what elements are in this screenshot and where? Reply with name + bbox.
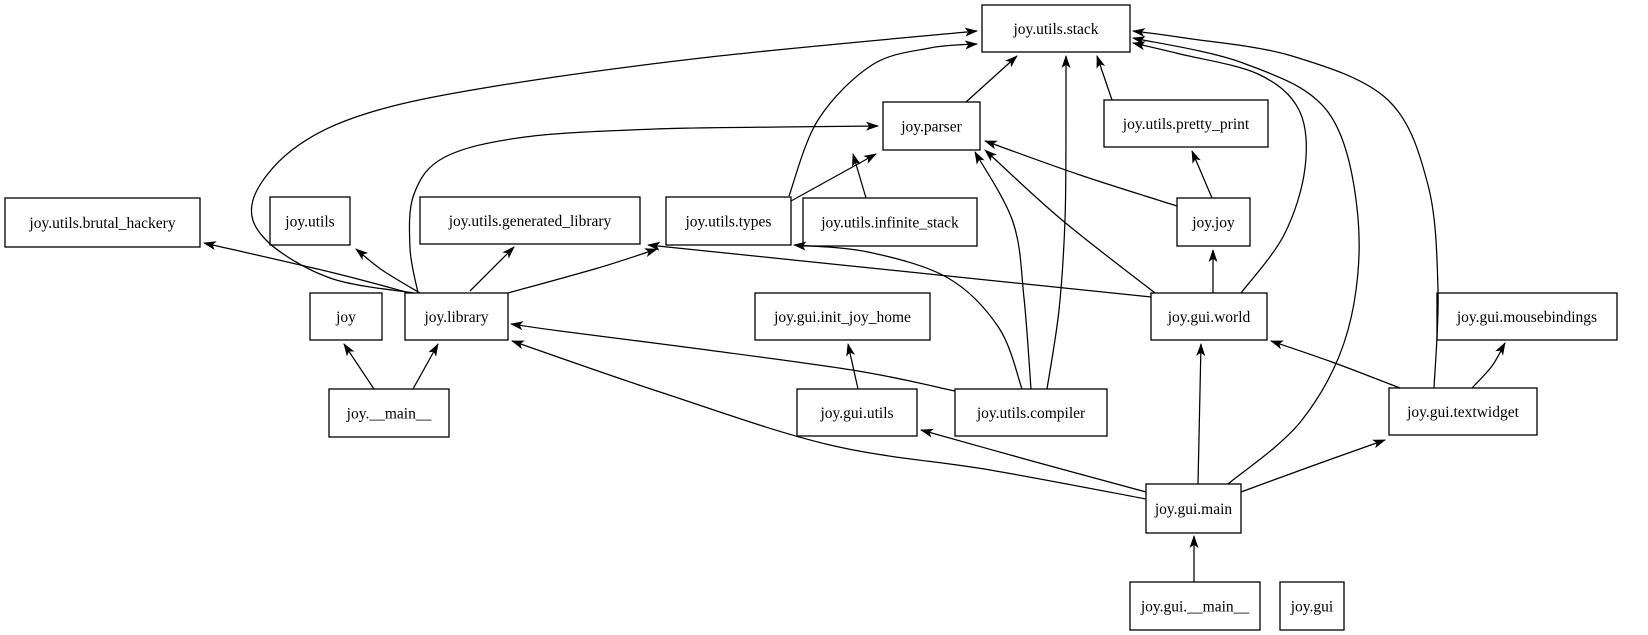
node-label-joy: joy [335, 309, 356, 326]
node-box-joy-gui-init-joy-home [754, 292, 931, 341]
edge-joy-joy-to-joy-parser [984, 140, 1178, 207]
edge-joy-gui-utils-to-joy-gui-init-joy-home [846, 343, 859, 390]
node-label-joy-gui-world: joy.gui.world [1167, 309, 1251, 326]
edge-joy-gui-world-to-joy-parser [984, 149, 1156, 294]
node-box-joy-gui-mousebindings [1436, 292, 1618, 341]
edge-joy-gui-main-to-joy-gui-utils [920, 428, 1147, 493]
edge-joy-library-to-joy-utils [355, 248, 421, 294]
node-label-joy-utils-pretty-print: joy.utils.pretty_print [1122, 116, 1250, 133]
edge-joy-utils-compiler-to-joy-utils-types [793, 241, 1023, 390]
edge-joy-utils-pretty-print-to-joy-utils-stack [1096, 55, 1113, 101]
node-label-joy-utils-stack: joy.utils.stack [1012, 21, 1098, 38]
edge-joy-dunder-main-to-joy [343, 343, 375, 390]
edge-joy-utils-infinite-stack-to-joy-parser [852, 153, 867, 199]
node-box-joy-gui-dunder-main [1129, 581, 1261, 631]
node-box-joy-dunder-main [328, 388, 450, 438]
node-label-joy-gui-dunder-main: joy.gui.__main__ [1140, 599, 1250, 616]
node-label-joy-gui-main: joy.gui.main [1154, 501, 1233, 518]
edge-joy-utils-compiler-to-joy-parser [974, 151, 1032, 390]
edge-joy-utils-types-to-joy-utils-stack [788, 40, 978, 197]
node-label-joy-utils: joy.utils [284, 214, 334, 231]
edge-joy-utils-compiler-to-joy-utils-stack [1046, 55, 1071, 390]
edge-joy-gui-world-to-joy-utils-stack [1132, 41, 1307, 294]
node-label-joy-gui: joy.gui [1290, 599, 1334, 616]
node-box-joy-gui-utils [796, 388, 918, 437]
node-box-joy [309, 292, 383, 341]
node-joy-utils-stack: joy.utils.stack [981, 4, 1131, 53]
edge-joy-gui-textwidget-to-joy-gui-world [1270, 340, 1401, 389]
node-label-joy-utils-types: joy.utils.types [685, 214, 772, 231]
node-box-joy-utils-infinite-stack [802, 197, 978, 247]
node-joy-dunder-main: joy.__main__ [328, 388, 450, 438]
node-joy-library: joy.library [404, 292, 509, 341]
node-box-joy-joy [1176, 197, 1251, 247]
node-label-joy-gui-init-joy-home: joy.gui.init_joy_home [773, 309, 911, 326]
node-label-joy-parser: joy.parser [900, 119, 962, 136]
node-box-joy-library [404, 292, 509, 341]
node-box-joy-utils-compiler [954, 388, 1108, 437]
edge-joy-gui-main-to-joy-gui-world [1196, 343, 1206, 485]
edge-joy-parser-to-joy-utils-stack [965, 55, 1018, 103]
edge-joy-gui-main-to-joy-utils-stack [1132, 36, 1360, 485]
edge-joy-gui-textwidget-to-joy-gui-mousebindings [1471, 342, 1506, 389]
nodes-layer: joy.utils.stack joy.parser joy.utils.prett… [4, 4, 1618, 631]
node-joy-gui-main: joy.gui.main [1145, 483, 1242, 534]
node-joy-utils-pretty-print: joy.utils.pretty_print [1103, 99, 1269, 148]
node-label-joy-library: joy.library [424, 309, 489, 326]
node-joy-utils-infinite-stack: joy.utils.infinite_stack [802, 197, 978, 247]
node-box-joy-utils-brutal-hackery [4, 197, 201, 248]
node-joy-gui: joy.gui [1279, 581, 1345, 631]
node-joy-utils-compiler: joy.utils.compiler [954, 388, 1108, 437]
node-box-joy-utils-stack [981, 4, 1131, 53]
node-joy-utils-generated-library: joy.utils.generated_library [419, 196, 641, 245]
node-joy-gui-textwidget: joy.gui.textwidget [1388, 387, 1538, 436]
node-joy-joy: joy.joy [1176, 197, 1251, 247]
node-box-joy-gui [1279, 581, 1345, 631]
node-box-joy-gui-world [1150, 292, 1268, 341]
edge-joy-gui-world-to-joy-utils-generated-library [647, 241, 1152, 298]
node-box-joy-utils-types [665, 196, 792, 246]
edge-joy-library-to-joy-utils-generated-library [469, 246, 515, 292]
node-box-joy-utils-pretty-print [1103, 99, 1269, 148]
node-joy-utils-brutal-hackery: joy.utils.brutal_hackery [4, 197, 201, 248]
edge-joy-library-to-joy-utils-brutal-hackery [203, 241, 411, 294]
node-joy: joy [309, 292, 383, 341]
node-box-joy-gui-main [1145, 483, 1242, 534]
edge-joy-utils-types-to-joy-parser [790, 153, 877, 202]
node-label-joy-utils-infinite-stack: joy.utils.infinite_stack [820, 215, 959, 232]
edge-joy-gui-main-to-joy-library [511, 340, 1147, 500]
edge-joy-library-to-joy-parser [408, 121, 879, 294]
edge-joy-library-to-joy-utils-types [507, 248, 658, 294]
edge-joy-library-to-joy-utils-stack [250, 27, 978, 294]
node-joy-gui-init-joy-home: joy.gui.init_joy_home [754, 292, 931, 341]
edge-joy-gui-main-to-joy-gui-textwidget [1240, 439, 1386, 493]
node-box-joy-utils [269, 196, 351, 246]
node-label-joy-utils-generated-library: joy.utils.generated_library [448, 213, 612, 230]
node-box-joy-gui-textwidget [1388, 387, 1538, 436]
node-joy-gui-dunder-main: joy.gui.__main__ [1129, 581, 1261, 631]
node-label-joy-joy: joy.joy [1191, 215, 1235, 232]
edge-joy-joy-to-joy-utils-pretty-print [1191, 150, 1213, 199]
node-joy-gui-world: joy.gui.world [1150, 292, 1268, 341]
edge-joy-gui-textwidget-to-joy-utils-stack [1132, 28, 1439, 389]
node-joy-gui-utils: joy.gui.utils [796, 388, 918, 437]
node-label-joy-utils-brutal-hackery: joy.utils.brutal_hackery [28, 215, 175, 232]
edge-joy-dunder-main-to-joy-library [412, 343, 439, 390]
node-label-joy-gui-textwidget: joy.gui.textwidget [1406, 404, 1519, 421]
node-joy-utils: joy.utils [269, 196, 351, 246]
node-label-joy-dunder-main: joy.__main__ [346, 406, 432, 423]
edges-layer [203, 27, 1506, 582]
node-joy-parser: joy.parser [882, 101, 981, 151]
node-label-joy-gui-mousebindings: joy.gui.mousebindings [1456, 309, 1597, 326]
node-joy-utils-types: joy.utils.types [665, 196, 792, 246]
node-label-joy-utils-compiler: joy.utils.compiler [976, 405, 1086, 422]
node-joy-gui-mousebindings: joy.gui.mousebindings [1436, 292, 1618, 341]
node-box-joy-utils-generated-library [419, 196, 641, 245]
node-label-joy-gui-utils: joy.gui.utils [819, 405, 893, 422]
edge-joy-utils-compiler-to-joy-library [510, 321, 956, 392]
node-box-joy-parser [882, 101, 981, 151]
